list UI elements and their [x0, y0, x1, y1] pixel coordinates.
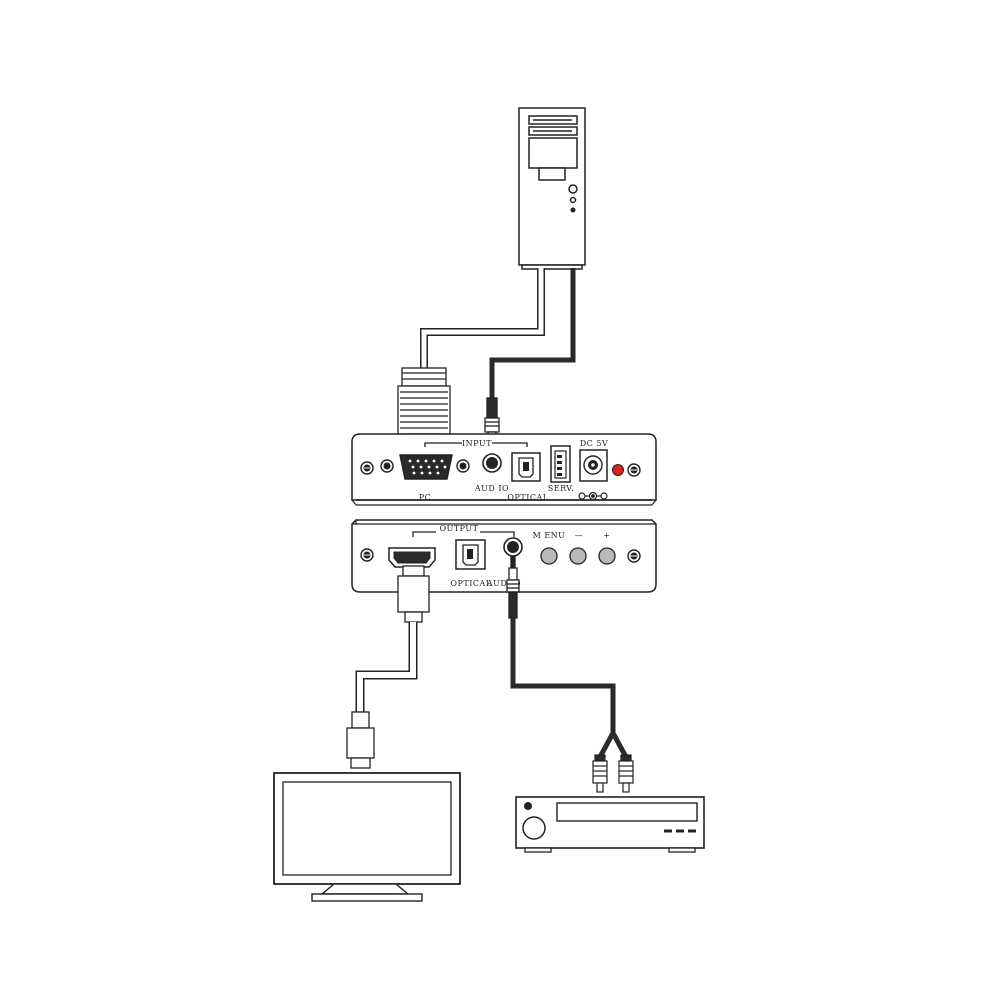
minus-label: — [575, 531, 584, 540]
pc-port-label: PC [419, 493, 432, 502]
audio-out-label: AUD IO [486, 579, 521, 588]
audio-in-jack[interactable] [482, 453, 502, 473]
audio-receiver [515, 796, 705, 853]
rca-plug-left [592, 754, 608, 793]
dc-power-jack[interactable] [579, 449, 608, 482]
vga-port[interactable] [380, 454, 470, 480]
menu-label: M ENU [533, 531, 566, 540]
screw-icon [360, 461, 374, 475]
dc-polarity-icon [578, 491, 608, 501]
optical-out-port[interactable] [455, 539, 486, 570]
hdmi-plug-bottom [346, 711, 375, 769]
minus-button[interactable] [569, 547, 587, 565]
audio-in-label: AUD IO [474, 484, 509, 493]
output-panel: OUTPUT OPTICAL AUD IO [351, 519, 657, 593]
plus-button[interactable] [598, 547, 616, 565]
optical-out-label: OPTICAL [450, 579, 491, 588]
usb-service-port[interactable] [550, 445, 571, 483]
output-group-label: OUTPUT [440, 524, 479, 533]
input-panel: INPUT PC [351, 433, 657, 506]
serv-label: SERV. [548, 484, 574, 493]
power-led [612, 464, 624, 476]
vga-plug [397, 367, 451, 443]
hdmi-out-port[interactable] [388, 547, 436, 568]
plus-label: + [603, 531, 610, 540]
optical-in-label: OPTICAL [507, 493, 548, 502]
audio-out-jack[interactable] [503, 537, 523, 557]
tv-monitor [273, 772, 461, 902]
menu-button[interactable] [540, 547, 558, 565]
audio-cable-input [489, 268, 576, 400]
rca-plug-right [618, 754, 634, 793]
screw-icon [627, 463, 641, 477]
hdmi-cable [355, 622, 418, 712]
hdmi-plug-top [397, 565, 430, 623]
dc-label: DC 5V [580, 439, 608, 448]
screw-icon [627, 549, 641, 563]
vga-cable [420, 268, 545, 372]
screw-icon [360, 548, 374, 562]
audio-plug-output [506, 555, 520, 619]
optical-in-port[interactable] [511, 452, 541, 482]
audio-cable-output [510, 618, 629, 759]
pc-tower [518, 107, 586, 270]
input-group-label: INPUT [462, 439, 492, 448]
